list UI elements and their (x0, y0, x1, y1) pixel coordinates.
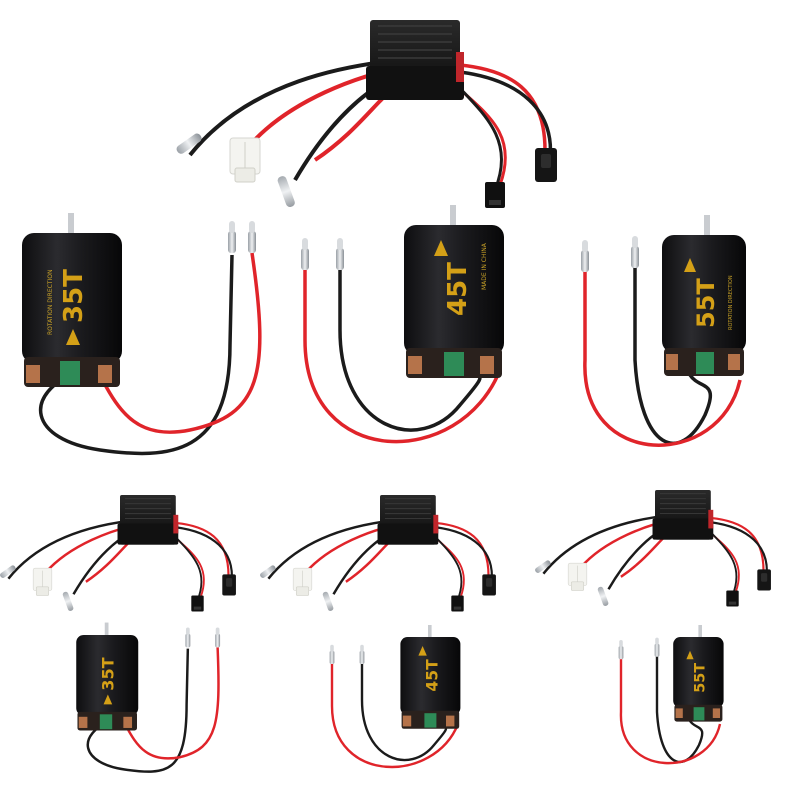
brushed-motor-icon: 45T (329, 625, 461, 768)
brushed-motor-icon: 55T ROTATION DIRECTION (581, 215, 746, 447)
motor-subtext: ROTATION DIRECTION (728, 275, 734, 330)
motor-turns-label: 35T (59, 269, 89, 323)
brushed-motor-icon: 35T (76, 622, 221, 773)
motor-turns-label: 45T (424, 659, 442, 692)
motor-subtext: MADE IN CHINA (481, 242, 488, 290)
brushed-motor-icon: 45T MADE IN CHINA (301, 205, 504, 444)
brushed-motor-icon: 35T ROTATION DIRECTION (22, 213, 262, 456)
brushed-motor-icon: 55T (618, 625, 724, 765)
motor-turns-label: 35T (98, 657, 117, 690)
motor-turns-label: 55T (692, 663, 708, 693)
motor-turns-label: 55T (692, 278, 720, 328)
motor-turns-label: 45T (443, 262, 473, 316)
motor-subtext: ROTATION DIRECTION (47, 270, 54, 335)
